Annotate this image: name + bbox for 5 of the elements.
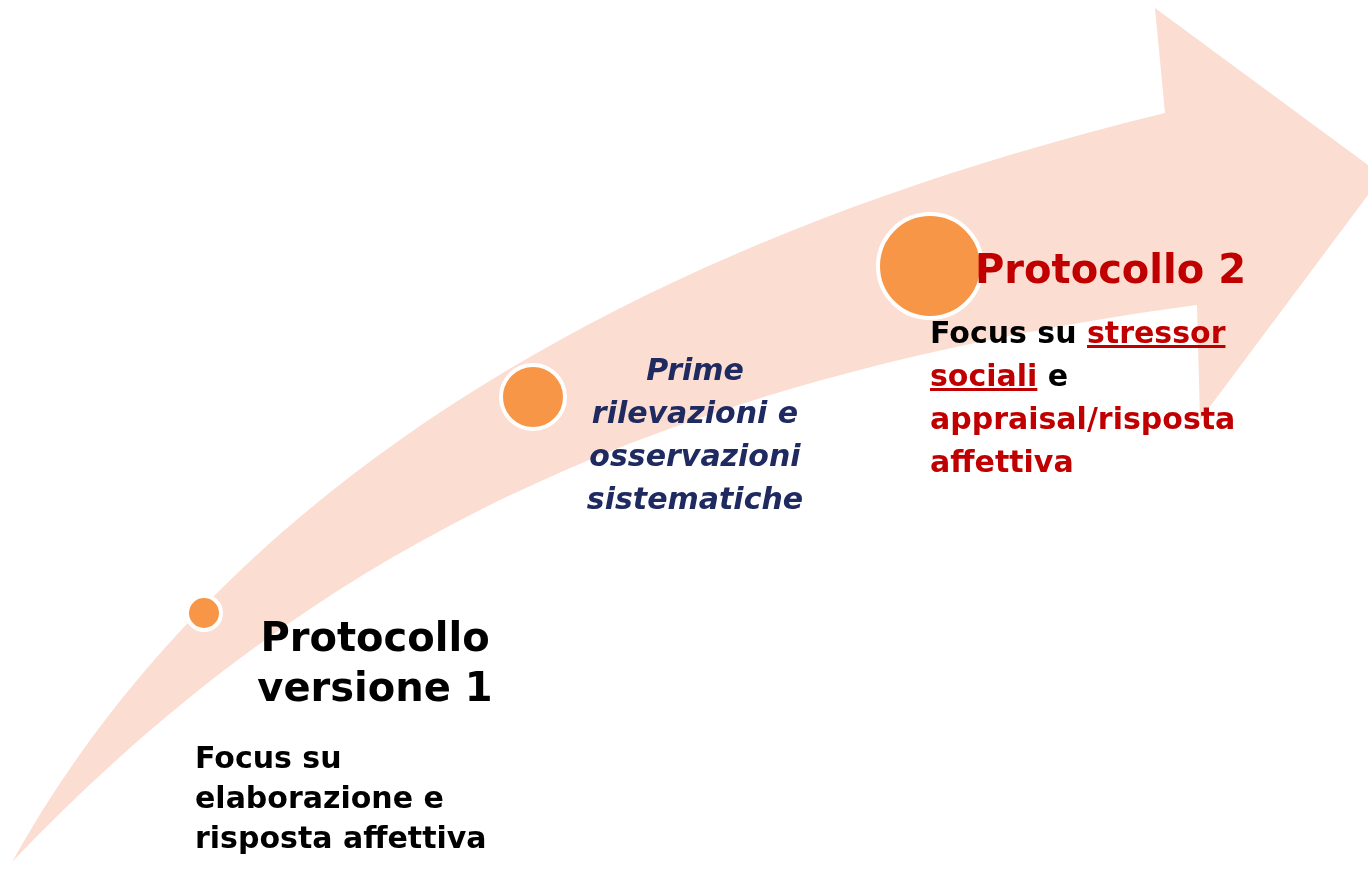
stage-description: Focus su elaborazione e risposta affettiva	[195, 739, 488, 857]
stage-title: Protocollo 2	[975, 245, 1247, 294]
stage-title: Prime rilevazioni e osservazioni sistematiche	[585, 351, 805, 518]
stage-title: Protocollo versione 1	[256, 613, 494, 712]
stage-description: Focus su stressor sociali e appraisal/risposta affettiva	[930, 314, 1237, 481]
